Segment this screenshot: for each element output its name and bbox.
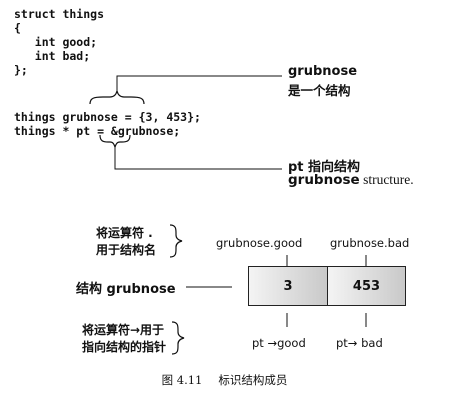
code-line-2: { xyxy=(14,21,21,35)
cell-good: 3 xyxy=(248,266,328,306)
line-pt-callout xyxy=(114,147,282,170)
label-grubnose-bad: grubnose.bad xyxy=(330,236,410,250)
cell-bad: 453 xyxy=(327,266,406,306)
label-grubnose-good: grubnose.good xyxy=(216,236,303,250)
callout-pt-name: grubnose xyxy=(288,172,360,188)
callout-pt-rest: structure. xyxy=(359,172,414,187)
brace-arrow-operator xyxy=(171,321,185,355)
arrow-operator-note-line1: 将运算符→用于 xyxy=(82,323,165,337)
brace-pt xyxy=(99,134,131,149)
label-pt-bad: pt→ bad xyxy=(336,336,383,350)
struct-label-prefix: 结构 xyxy=(76,282,107,297)
dot-operator-note-line1: 将运算符 . xyxy=(96,226,153,240)
code-line-3: int good; xyxy=(14,35,98,49)
callout-grubnose-name: grubnose xyxy=(288,64,358,79)
code-line-7: things * pt = &grubnose; xyxy=(14,124,181,138)
dot-operator-note-line2: 用于结构名 xyxy=(96,243,157,257)
figure-title: 标识结构成员 xyxy=(218,373,288,387)
label-pt-good: pt →good xyxy=(252,336,306,350)
callout-grubnose-desc: 是一个结构 xyxy=(288,83,351,98)
code-line-6: things grubnose = {3, 453}; xyxy=(14,110,201,124)
line-grubnose-callout xyxy=(116,75,282,91)
arrow-operator-note-line2: 指向结构的指针 xyxy=(82,340,167,354)
struct-label-name: grubnose xyxy=(106,282,176,297)
callout-pt-line2: grubnose structure. xyxy=(288,172,414,188)
code-line-4: int bad; xyxy=(14,49,91,63)
code-line-1: struct things xyxy=(14,7,105,21)
struct-label: 结构 grubnose xyxy=(76,278,176,297)
callout-pt-line1: pt 指向结构 xyxy=(288,160,361,175)
brace-grubnose xyxy=(89,90,145,105)
code-line-5: }; xyxy=(14,63,28,77)
figure-caption: 图 4.11 标识结构成员 xyxy=(0,372,449,388)
brace-dot-operator xyxy=(169,224,183,258)
figure-number: 图 4.11 xyxy=(161,373,203,387)
